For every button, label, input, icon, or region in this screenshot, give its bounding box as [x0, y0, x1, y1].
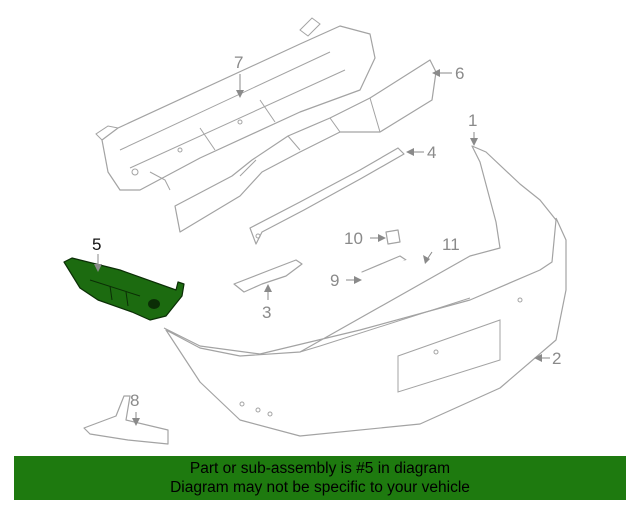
callout-5: 5 [92, 235, 101, 254]
info-banner: Part or sub-assembly is #5 in diagram Di… [14, 456, 626, 500]
callout-7: 7 [234, 53, 243, 72]
parts-diagram: 7 6 1 4 5 10 11 9 3 2 8 [63, 17, 567, 445]
callout-2: 2 [552, 349, 561, 368]
part-5-bracket-highlighted [63, 257, 185, 321]
callout-leaders [94, 69, 550, 426]
callout-11: 11 [442, 235, 460, 254]
part-3-bracket [233, 259, 303, 293]
callout-10: 10 [344, 229, 363, 248]
callout-8: 8 [130, 391, 139, 410]
part-4-bracket [249, 147, 405, 245]
callout-4: 4 [427, 143, 436, 162]
callout-6: 6 [455, 64, 464, 83]
part-6-energy-absorber [174, 59, 437, 233]
part-7-reinforcement [95, 17, 376, 191]
banner-line-part: Part or sub-assembly is #5 in diagram [189, 460, 451, 477]
banner-line-disclaimer: Diagram may not be specific to your vehi… [170, 479, 470, 496]
callout-9: 9 [330, 271, 339, 290]
part-8-bracket [83, 395, 169, 445]
part-10-clip [385, 229, 401, 245]
part-1-bumper-cover [163, 145, 567, 437]
callout-3: 3 [262, 303, 271, 322]
callout-1: 1 [468, 111, 477, 130]
